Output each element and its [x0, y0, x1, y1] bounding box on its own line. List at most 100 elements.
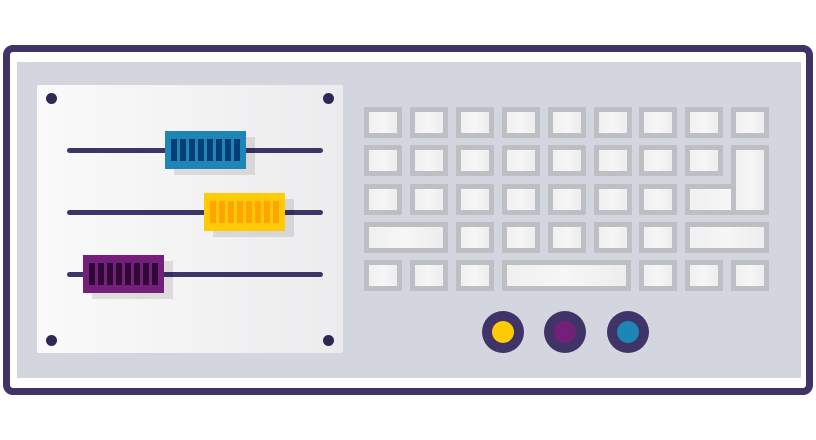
grip-line: [89, 263, 96, 285]
grip-line: [143, 263, 150, 285]
key[interactable]: [455, 107, 494, 138]
key[interactable]: [501, 107, 540, 138]
grip-line: [171, 139, 178, 161]
grip-line: [198, 139, 205, 161]
key-face: [369, 150, 397, 172]
key-face: [369, 226, 443, 248]
key-face: [414, 188, 443, 210]
screw-icon: [323, 335, 334, 346]
key-face: [552, 150, 581, 172]
key[interactable]: [639, 145, 678, 177]
key[interactable]: [455, 183, 494, 215]
button-light: [554, 321, 576, 343]
key[interactable]: [639, 221, 678, 253]
yellow-button[interactable]: [482, 311, 524, 353]
key[interactable]: [685, 260, 724, 292]
grip-line: [263, 201, 270, 223]
grip-line: [134, 263, 141, 285]
yellow-fader-knob[interactable]: [203, 193, 285, 231]
key[interactable]: [547, 183, 586, 215]
screw-icon: [323, 93, 334, 104]
key[interactable]: [593, 145, 632, 177]
key[interactable]: [455, 145, 494, 177]
key[interactable]: [364, 183, 402, 215]
grip-line: [254, 201, 261, 223]
grip-line: [225, 139, 232, 161]
button-light: [617, 321, 639, 343]
key[interactable]: [409, 107, 448, 138]
key[interactable]: [547, 221, 586, 253]
grip-line: [272, 201, 279, 223]
button-light: [492, 321, 514, 343]
key-face: [736, 150, 765, 210]
key-face: [690, 265, 719, 287]
slider-track[interactable]: [67, 210, 323, 215]
key-face: [506, 188, 535, 210]
key-face: [552, 188, 581, 210]
key-face: [644, 226, 673, 248]
grip-line: [152, 263, 159, 285]
key-face: [552, 226, 581, 248]
grip-line: [189, 139, 196, 161]
key-face: [460, 150, 489, 172]
purple-fader-knob[interactable]: [83, 255, 165, 293]
key-face: [369, 265, 397, 287]
key[interactable]: [593, 183, 632, 215]
key-face: [414, 150, 443, 172]
key[interactable]: [639, 260, 678, 292]
key-face: [690, 226, 765, 248]
grip-line: [209, 201, 216, 223]
key[interactable]: [731, 107, 770, 138]
grip-line: [236, 201, 243, 223]
key[interactable]: [364, 107, 402, 138]
key-face: [506, 112, 535, 133]
key[interactable]: [455, 260, 494, 292]
key-face: [414, 112, 443, 133]
key[interactable]: [409, 260, 448, 292]
wide-key[interactable]: [364, 221, 448, 253]
grip-line: [227, 201, 234, 223]
key[interactable]: [593, 221, 632, 253]
key-face: [506, 265, 627, 287]
key[interactable]: [639, 107, 678, 138]
key-face: [644, 188, 673, 210]
screw-icon: [46, 93, 57, 104]
key-face: [460, 188, 489, 210]
blue-fader-knob[interactable]: [165, 131, 247, 169]
key[interactable]: [547, 107, 586, 138]
space-key[interactable]: [501, 260, 632, 292]
slider-track[interactable]: [67, 272, 323, 277]
key[interactable]: [731, 260, 770, 292]
grip-line: [245, 201, 252, 223]
grip-line: [125, 263, 132, 285]
grip-line: [107, 263, 114, 285]
wide-key[interactable]: [685, 221, 770, 253]
key-face: [369, 188, 397, 210]
grip-line: [98, 263, 105, 285]
key[interactable]: [547, 145, 586, 177]
key-face: [690, 150, 719, 172]
key[interactable]: [364, 145, 402, 177]
key[interactable]: [685, 145, 724, 177]
key[interactable]: [501, 145, 540, 177]
key-face: [460, 226, 489, 248]
key[interactable]: [409, 183, 448, 215]
key[interactable]: [593, 107, 632, 138]
key[interactable]: [455, 221, 494, 253]
key[interactable]: [639, 183, 678, 215]
purple-button[interactable]: [544, 311, 586, 353]
key-face: [736, 265, 765, 287]
blue-button[interactable]: [607, 311, 649, 353]
enter-key[interactable]: [731, 145, 770, 210]
key[interactable]: [409, 145, 448, 177]
grip-line: [180, 139, 187, 161]
key-face: [598, 226, 627, 248]
key[interactable]: [364, 260, 402, 292]
key[interactable]: [501, 183, 540, 215]
key-face: [414, 265, 443, 287]
mixer-panel: [37, 85, 343, 353]
key[interactable]: [685, 107, 724, 138]
key-face: [644, 112, 673, 133]
key-face: [552, 112, 581, 133]
key[interactable]: [501, 221, 540, 253]
